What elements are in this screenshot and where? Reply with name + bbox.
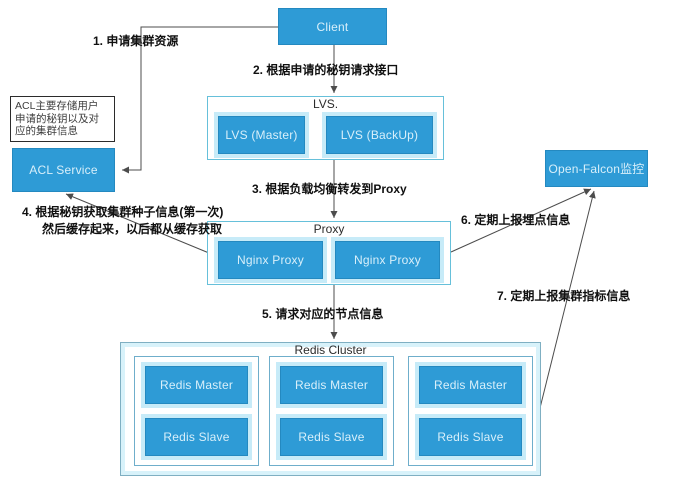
step-label-1: 1. 申请集群资源 (93, 34, 179, 48)
redis-slave-halo: Redis Slave (141, 414, 252, 460)
nginx-proxy-halo: Nginx Proxy (214, 237, 327, 283)
redis-slave-halo: Redis Slave (276, 414, 387, 460)
step-label-4-line2: 然后缓存起来，以后都从缓存获取 (42, 222, 223, 236)
redis-master-halo: Redis Master (415, 362, 526, 408)
lvs-container: LVS. LVS (Master) LVS (BackUp) (207, 96, 444, 160)
lvs-backup-halo: LVS (BackUp) (322, 112, 437, 158)
open-falcon-node: Open-Falcon监控 (545, 150, 648, 187)
step-label-3: 3. 根据负载均衡转发到Proxy (252, 182, 407, 196)
proxy-title: Proxy (313, 222, 345, 236)
redis-shard-group: Redis Master Redis Slave (269, 356, 394, 466)
acl-note-line: ACL主要存储用户 (15, 100, 99, 112)
redis-master-node: Redis Master (419, 366, 522, 404)
step-label-5: 5. 请求对应的节点信息 (262, 307, 384, 321)
redis-master-halo: Redis Master (276, 362, 387, 408)
proxy-container: Proxy Nginx Proxy Nginx Proxy (207, 221, 451, 285)
acl-note-line: 申请的秘钥以及对 (15, 112, 99, 125)
step-label-2: 2. 根据申请的秘钥请求接口 (253, 63, 399, 77)
redis-cluster-container: Redis Cluster Redis Master Redis Slave R… (120, 342, 541, 476)
redis-shard-group: Redis Master Redis Slave (408, 356, 533, 466)
lvs-backup-node: LVS (BackUp) (326, 116, 433, 154)
step-label-4: 4. 根据秘钥获取集群种子信息(第一次) 然后缓存起来，以后都从缓存获取 (22, 204, 223, 238)
redis-master-node: Redis Master (145, 366, 248, 404)
step-label-7: 7. 定期上报集群指标信息 (497, 289, 631, 303)
redis-slave-node: Redis Slave (419, 418, 522, 456)
lvs-title: LVS. (312, 97, 339, 111)
redis-slave-halo: Redis Slave (415, 414, 526, 460)
nginx-proxy-node: Nginx Proxy (218, 241, 323, 279)
redis-master-halo: Redis Master (141, 362, 252, 408)
acl-note-line: 应的集群信息 (15, 125, 78, 137)
redis-cluster-title: Redis Cluster (294, 343, 367, 357)
redis-shard-group: Redis Master Redis Slave (134, 356, 259, 466)
redis-slave-node: Redis Slave (280, 418, 383, 456)
redis-master-node: Redis Master (280, 366, 383, 404)
step-label-6: 6. 定期上报埋点信息 (461, 213, 571, 227)
step-label-4-line1: 4. 根据秘钥获取集群种子信息(第一次) (22, 205, 224, 219)
acl-note: ACL主要存储用户 申请的秘钥以及对 应的集群信息 (10, 96, 115, 142)
nginx-proxy-halo: Nginx Proxy (331, 237, 444, 283)
lvs-master-node: LVS (Master) (218, 116, 305, 154)
client-node: Client (278, 8, 387, 45)
nginx-proxy-node: Nginx Proxy (335, 241, 440, 279)
lvs-master-halo: LVS (Master) (214, 112, 309, 158)
redis-slave-node: Redis Slave (145, 418, 248, 456)
acl-service-node: ACL Service (12, 148, 115, 192)
